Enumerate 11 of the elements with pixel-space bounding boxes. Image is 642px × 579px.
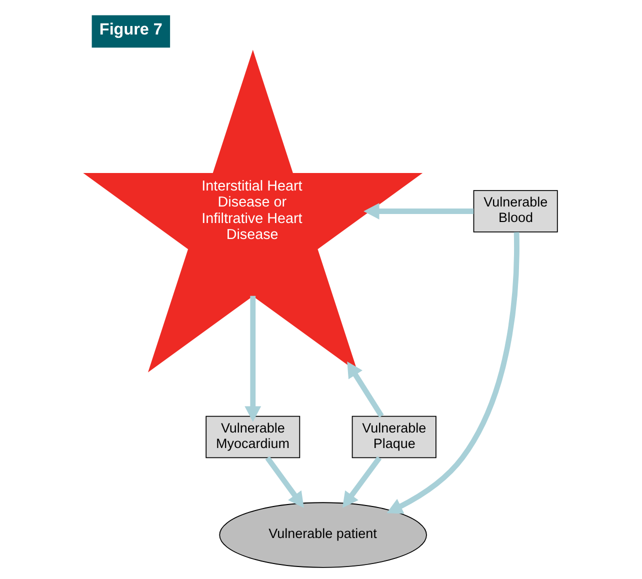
- arrow: [265, 456, 304, 508]
- node-box: Vulnerable Plaque: [352, 416, 436, 458]
- arrow: [347, 362, 384, 418]
- node-box: Vulnerable Blood: [473, 190, 558, 232]
- arrow: [342, 456, 382, 508]
- node-ellipse: Vulnerable patient: [219, 502, 427, 568]
- arrow: [386, 232, 520, 514]
- diagram-title: Figure 7: [99, 20, 162, 38]
- node-box: Vulnerable Myocardium: [206, 416, 300, 458]
- arrow: [244, 296, 262, 422]
- arrow: [364, 203, 474, 220]
